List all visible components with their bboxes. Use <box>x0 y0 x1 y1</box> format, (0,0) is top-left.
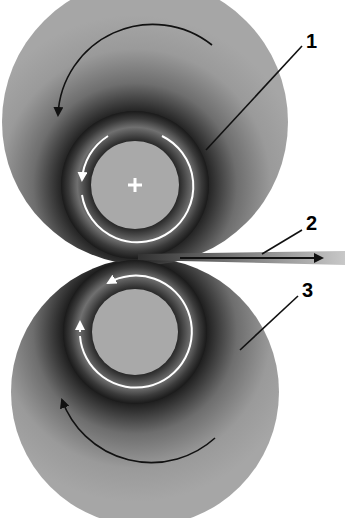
callout-number: 2 <box>304 212 319 234</box>
rotation-arrow <box>62 400 215 463</box>
plus-symbol <box>128 178 142 192</box>
rotation-arrow <box>82 136 108 180</box>
leader-line <box>206 46 302 150</box>
roll-core <box>92 289 178 375</box>
rotation-arrow <box>82 136 193 242</box>
rotation-arrow <box>80 276 192 388</box>
roll-ring <box>63 260 207 404</box>
lower-roll <box>11 258 279 518</box>
roll-core <box>91 141 179 229</box>
leader-line <box>240 296 298 350</box>
roll-ring <box>61 111 209 259</box>
rolled-strip <box>138 251 345 265</box>
leader-line <box>262 230 302 254</box>
upper-roll <box>2 0 288 265</box>
callout-number: 1 <box>304 30 319 52</box>
rotation-arrow <box>58 24 212 115</box>
rotation-arrow <box>79 322 81 332</box>
callout-number: 3 <box>300 279 315 301</box>
strip-arrow <box>180 257 322 259</box>
